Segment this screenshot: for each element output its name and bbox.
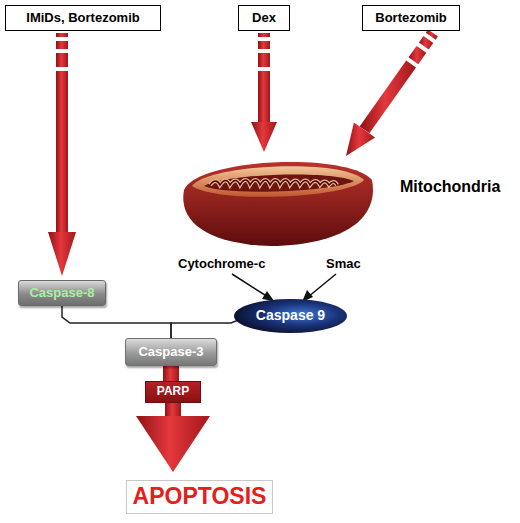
mitochondria-node: Mitochondria: [178, 150, 378, 250]
node-label: APOPTOSIS: [133, 484, 267, 509]
node-label: PARP: [157, 385, 189, 398]
arrow-part: [136, 416, 210, 472]
arrow-part: [163, 366, 179, 381]
leader-line: [308, 274, 336, 297]
molecule-label: Cytochrome-c: [178, 256, 265, 271]
node-label: IMiDs, Bortezomib: [26, 11, 139, 25]
arrow-part: [360, 61, 416, 134]
drug-box: Dex: [238, 5, 290, 31]
connector-line: [62, 306, 171, 338]
merge-line: [62, 306, 171, 338]
signal-arrow: [163, 366, 179, 381]
mitochondria-illustration: [178, 150, 378, 250]
signal-arrow: [346, 30, 438, 157]
caspase-box: Caspase-8: [18, 280, 106, 306]
node-label: Caspase-3: [138, 345, 203, 359]
arrow-part: [251, 122, 277, 152]
caspase-box: Caspase-3: [125, 338, 217, 366]
arrow-part: [258, 71, 270, 122]
arrow-part: [56, 33, 68, 37]
arrow-part: [346, 122, 375, 156]
connector-line: [171, 319, 241, 338]
arrow-part: [258, 33, 270, 37]
drug-box: Bortezomib: [362, 5, 460, 31]
arrow-part: [165, 403, 181, 416]
outcome-box: APOPTOSIS: [126, 480, 273, 514]
arrow-part: [56, 53, 68, 67]
node-label: Caspase 9: [256, 308, 325, 323]
caspase-ellipse: Caspase 9: [233, 298, 348, 334]
leader-head: [262, 291, 274, 301]
arrow-part: [56, 41, 68, 49]
arrow-part: [258, 53, 270, 67]
arrow-part: [48, 232, 76, 276]
signal-arrow: [48, 33, 76, 276]
arrow-part: [258, 41, 270, 49]
arrow-part: [419, 36, 433, 49]
merge-line: [171, 319, 241, 338]
molecule-label: Smac: [326, 256, 361, 271]
leader-line: [232, 274, 268, 297]
parp-box: PARP: [145, 381, 201, 403]
drug-box: IMiDs, Bortezomib: [5, 5, 161, 31]
signal-arrow: [251, 33, 277, 152]
node-label: Mitochondria: [400, 178, 500, 196]
arrow-part: [56, 71, 68, 232]
node-label: Dex: [252, 11, 276, 25]
node-label: Bortezomib: [375, 11, 447, 25]
signal-arrow: [136, 403, 210, 472]
arrow-part: [426, 30, 438, 40]
node-label: Caspase-8: [29, 286, 94, 300]
arrow-part: [409, 46, 427, 64]
